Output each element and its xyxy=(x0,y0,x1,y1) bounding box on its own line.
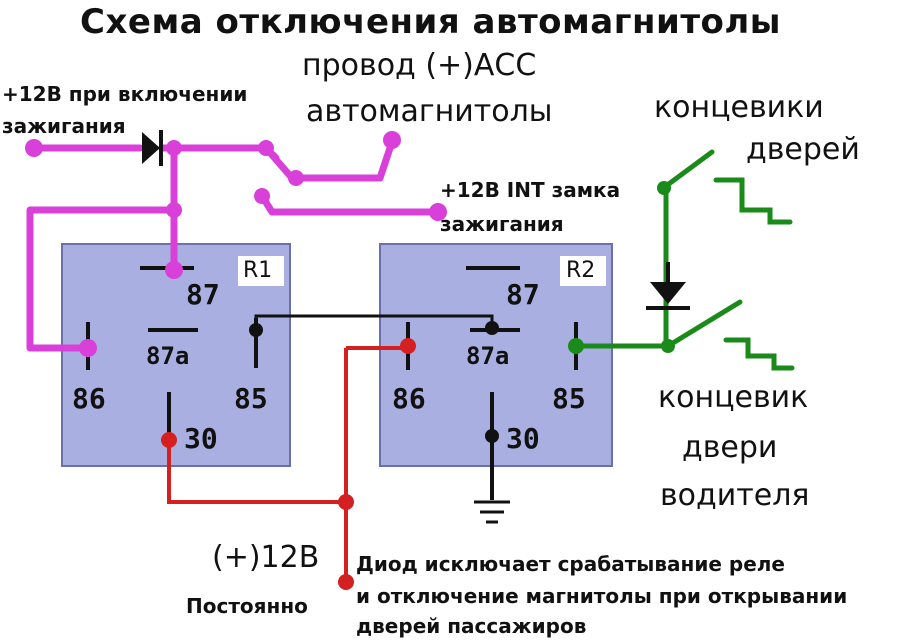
r1-pin-85-label: 85 xyxy=(234,382,268,415)
note-line2: и отключение магнитолы при открывании xyxy=(356,584,848,608)
junction-ign-loop xyxy=(166,202,182,218)
terminal-ign xyxy=(25,139,43,157)
relay-r1-tag xyxy=(238,256,284,286)
int-label-line1: +12В INT замка xyxy=(440,178,621,202)
junction-r2-30 xyxy=(485,429,499,443)
relay-r2-tag xyxy=(560,256,606,286)
door-switch-driver xyxy=(665,299,743,349)
terminal-r1-30 xyxy=(161,432,177,448)
acc-label-line2: автомагнитолы xyxy=(306,94,553,129)
r1-pin-87a-label: 87a xyxy=(146,342,190,370)
terminal-r2-86 xyxy=(400,338,416,354)
note-line1: Диод исключает срабатывание реле xyxy=(356,552,785,576)
terminal-acc-3 xyxy=(383,131,401,149)
r2-pin-30-label: 30 xyxy=(506,422,540,455)
driver-switch-label-line2: двери xyxy=(682,430,778,465)
junction-r2-87a xyxy=(485,321,499,335)
wire-r1-86-loop xyxy=(26,206,178,352)
r1-pin-30-label: 30 xyxy=(184,422,218,455)
diode-ign-icon xyxy=(142,132,160,164)
diode-door-icon xyxy=(650,282,686,304)
terminal-acc-1 xyxy=(258,140,274,156)
wire-r1-30 xyxy=(167,440,346,504)
terminal-r2-85 xyxy=(568,338,584,354)
terminal-acc-2 xyxy=(288,170,304,186)
junction-ign-diode xyxy=(166,140,182,156)
power-label: (+)12В xyxy=(212,540,320,575)
door-switch-label-line2: дверей xyxy=(746,132,860,167)
door-switch-passenger xyxy=(663,149,715,189)
terminal-door-bottom xyxy=(661,339,675,353)
terminal-door-top xyxy=(657,181,671,195)
r2-pin-87-label: 87 xyxy=(506,278,540,311)
r2-pin-87a-label: 87a xyxy=(466,342,510,370)
ground-symbol xyxy=(474,500,510,524)
junction-r1-85 xyxy=(249,323,263,337)
ign-label-line2: зажигания xyxy=(2,114,126,138)
driver-switch-label-line1: концевик xyxy=(658,380,809,415)
r2-pin-86-label: 86 xyxy=(392,382,426,415)
diagram-title: Схема отключения автомагнитолы xyxy=(80,2,782,42)
junction-power xyxy=(338,494,354,510)
ign-label-line1: +12В при включении xyxy=(2,82,248,106)
r1-pin-86-label: 86 xyxy=(72,382,106,415)
relay-r2-label: R2 xyxy=(566,258,596,283)
wire-int xyxy=(258,192,442,216)
terminal-r1-87 xyxy=(165,261,183,279)
terminal-int-1 xyxy=(254,188,270,204)
acc-label-line1: провод (+)АСС xyxy=(302,48,537,83)
terminal-r1-86 xyxy=(79,339,97,357)
int-label-line2: зажигания xyxy=(440,212,564,236)
terminal-power xyxy=(338,574,354,590)
terminal-int-2 xyxy=(429,203,447,221)
door-switch-driver-contact xyxy=(723,337,795,371)
driver-switch-label-line3: водителя xyxy=(660,478,810,513)
r2-pin-85-label: 85 xyxy=(552,382,586,415)
relay-r1-label: R1 xyxy=(243,258,273,283)
note-line3: дверей пассажиров xyxy=(356,614,587,638)
power-sub-label: Постоянно xyxy=(186,594,308,618)
door-switch-passenger-contact xyxy=(713,177,793,225)
r1-pin-87-label: 87 xyxy=(186,278,220,311)
door-switch-label-line1: концевики xyxy=(654,90,824,125)
